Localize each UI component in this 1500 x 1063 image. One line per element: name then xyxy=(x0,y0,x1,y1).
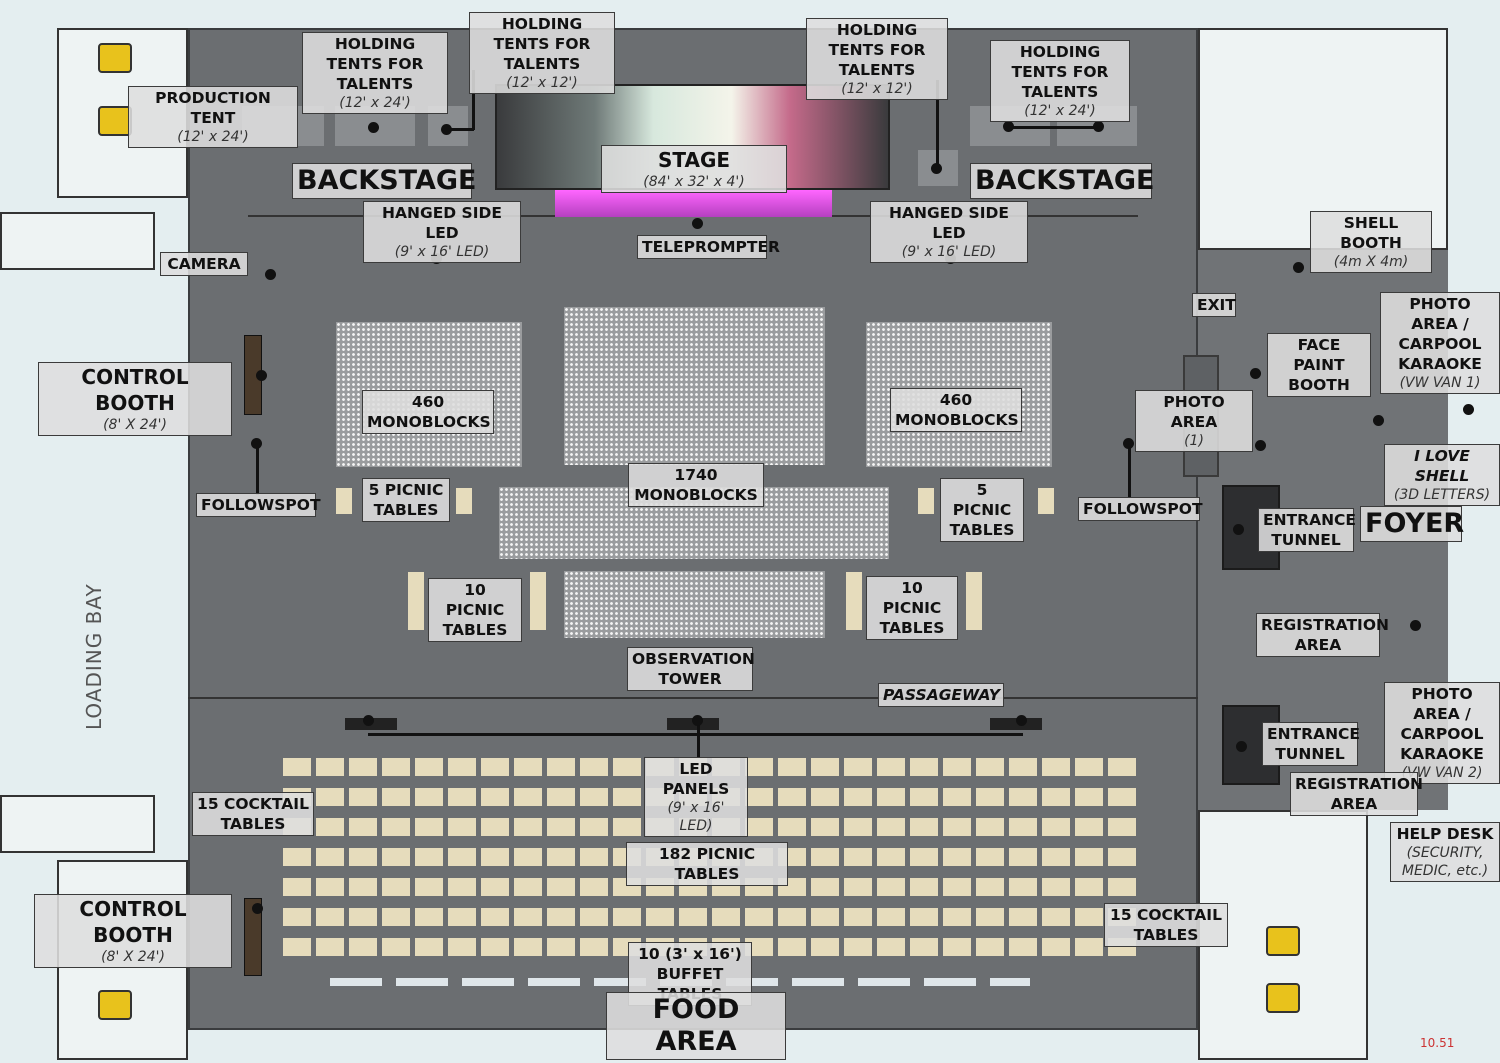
label-led-panels: LED PANELS(9' x 16' LED) xyxy=(644,757,748,837)
picnic-table xyxy=(530,572,546,630)
restroom-icon xyxy=(98,43,132,73)
picnic-table xyxy=(336,488,352,514)
led-panel xyxy=(990,718,1042,730)
label-picnic-10-left: 10 PICNIC TABLES xyxy=(428,578,522,642)
connector-line xyxy=(256,443,259,495)
label-teleprompter: TELEPROMPTER xyxy=(637,235,780,259)
restroom-icon xyxy=(1266,983,1300,1013)
label-followspot-right: FOLLOWSPOT xyxy=(1078,497,1203,521)
picnic-table xyxy=(1038,488,1054,514)
label-entrance-tunnel-2: ENTRANCE TUNNEL xyxy=(1262,722,1360,766)
picnic-table xyxy=(966,572,982,630)
marker-dot xyxy=(931,163,942,174)
label-photo-area-1: PHOTO AREA(1) xyxy=(1135,390,1253,452)
label-holding-tents-1: HOLDING TENTS FOR TALENTS(12' x 24') xyxy=(302,32,448,114)
label-camera: CAMERA xyxy=(160,252,248,276)
connector-line xyxy=(1128,443,1131,498)
label-holding-tents-2: HOLDING TENTS FOR TALENTS(12' x 12') xyxy=(469,12,615,94)
label-holding-tents-4: HOLDING TENTS FOR TALENTS(12' x 24') xyxy=(990,40,1130,122)
dimension-label: 10.51 xyxy=(1420,1036,1455,1050)
marker-dot xyxy=(368,122,379,133)
connector-line xyxy=(697,722,700,758)
label-stage: STAGE(84' x 32' x 4') xyxy=(601,145,787,193)
picnic-table xyxy=(456,488,472,514)
divider-wall xyxy=(188,697,1198,699)
label-help-desk: HELP DESK(SECURITY, MEDIC, etc.) xyxy=(1390,822,1500,882)
restroom-icon xyxy=(1266,926,1300,956)
loading-bay-label: LOADING BAY xyxy=(82,583,106,730)
connector-line xyxy=(1008,126,1100,129)
marker-dot xyxy=(256,370,267,381)
marker-dot xyxy=(1410,620,1421,631)
marker-dot xyxy=(252,903,263,914)
label-monoblocks-center: 1740 MONOBLOCKS xyxy=(628,463,764,507)
label-foyer: FOYER xyxy=(1360,506,1464,542)
marker-dot xyxy=(1236,741,1247,752)
marker-dot xyxy=(441,124,452,135)
marker-dot xyxy=(692,715,703,726)
restroom-icon xyxy=(98,990,132,1020)
label-passageway: PASSAGEWAY xyxy=(878,683,1004,707)
label-shell-booth: SHELL BOOTH(4m X 4m) xyxy=(1310,211,1432,273)
marker-dot xyxy=(1373,415,1384,426)
restroom-icon xyxy=(98,106,132,136)
label-entrance-tunnel-1: ENTRANCE TUNNEL xyxy=(1258,508,1356,552)
label-hanged-led-left: HANGED SIDE LED(9' x 16' LED) xyxy=(363,201,521,263)
connector-line xyxy=(446,128,474,131)
label-picnic-10-right: 10 PICNIC TABLES xyxy=(866,576,958,640)
connector-line xyxy=(472,70,475,130)
label-production-tent: PRODUCTION TENT(12' x 24') xyxy=(128,86,298,148)
label-backstage-left: BACKSTAGE xyxy=(292,163,476,199)
label-picnic-182: 182 PICNIC TABLES xyxy=(626,842,788,886)
label-face-paint-booth: FACE PAINT BOOTH xyxy=(1267,333,1371,397)
label-followspot-left: FOLLOWSPOT xyxy=(196,493,321,517)
picnic-row xyxy=(283,878,1138,896)
label-observation-tower: OBSERVATION TOWER xyxy=(627,647,755,691)
stage-apron xyxy=(555,190,832,217)
control-booth xyxy=(244,898,262,976)
marker-dot xyxy=(1255,440,1266,451)
seat-block xyxy=(564,307,825,465)
marker-dot xyxy=(1093,121,1104,132)
label-food-area: FOOD AREA xyxy=(606,992,786,1060)
marker-dot xyxy=(1123,438,1134,449)
label-picnic-5-right: 5 PICNIC TABLES xyxy=(940,478,1024,542)
label-exit: EXIT xyxy=(1192,293,1236,317)
connector-line xyxy=(368,733,1023,736)
label-cocktail-right: 15 COCKTAIL TABLES xyxy=(1104,903,1228,947)
label-control-booth-top: CONTROL BOOTH(8' X 24') xyxy=(38,362,232,436)
label-i-love-shell: I LOVE SHELL(3D LETTERS) xyxy=(1384,444,1500,506)
left-ramp xyxy=(0,212,155,270)
label-holding-tents-3: HOLDING TENTS FOR TALENTS(12' x 12') xyxy=(806,18,948,100)
label-registration-area-2: REGISTRATION AREA xyxy=(1290,772,1423,816)
label-photo-area-van1: PHOTO AREA / CARPOOL KARAOKE(VW VAN 1) xyxy=(1380,292,1500,394)
marker-dot xyxy=(251,438,262,449)
label-monoblocks-right: 460 MONOBLOCKS xyxy=(890,388,1022,432)
marker-dot xyxy=(692,218,703,229)
label-backstage-right: BACKSTAGE xyxy=(970,163,1154,199)
marker-dot xyxy=(1293,262,1304,273)
label-hanged-led-right: HANGED SIDE LED(9' x 16' LED) xyxy=(870,201,1028,263)
marker-dot xyxy=(1233,524,1244,535)
entrance-tunnel xyxy=(1222,705,1280,785)
label-cocktail-left: 15 COCKTAIL TABLES xyxy=(192,792,314,836)
marker-dot xyxy=(1003,121,1014,132)
marker-dot xyxy=(363,715,374,726)
left-ramp-bottom xyxy=(0,795,155,853)
picnic-table xyxy=(918,488,934,514)
label-control-booth-bottom: CONTROL BOOTH(8' X 24') xyxy=(34,894,232,968)
picnic-row xyxy=(283,908,1138,926)
picnic-table xyxy=(408,572,424,630)
marker-dot xyxy=(1016,715,1027,726)
seat-block xyxy=(564,571,825,638)
marker-dot xyxy=(1463,404,1474,415)
label-registration-area-1: REGISTRATION AREA xyxy=(1256,613,1389,657)
label-photo-area-van2: PHOTO AREA / CARPOOL KARAOKE(VW VAN 2) xyxy=(1384,682,1500,784)
picnic-table xyxy=(846,572,862,630)
marker-dot xyxy=(265,269,276,280)
marker-dot xyxy=(1250,368,1261,379)
connector-line xyxy=(936,80,939,168)
label-picnic-5-left: 5 PICNIC TABLES xyxy=(362,478,450,522)
label-monoblocks-left: 460 MONOBLOCKS xyxy=(362,390,494,434)
